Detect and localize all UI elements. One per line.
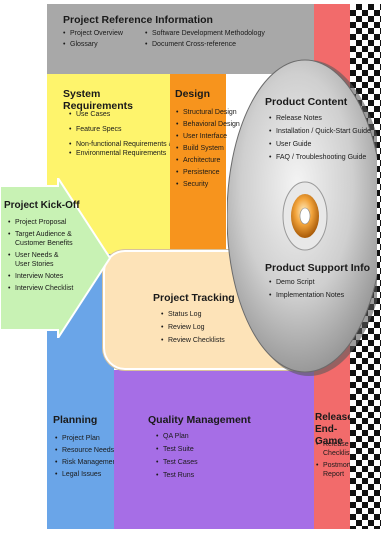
list-item: Review Log xyxy=(159,323,225,332)
list-item: Architecture xyxy=(174,156,240,165)
list-item: Project Plan xyxy=(53,434,118,443)
list-item: Structural Design xyxy=(174,108,240,117)
project-reference-panel: Project Reference Information Project Ov… xyxy=(47,4,349,74)
list-item: Project Overview xyxy=(61,29,123,38)
product-support-title: Product Support Info xyxy=(265,262,370,274)
list-item: Environmental Requirements xyxy=(67,149,173,158)
release-endgame-list: Release Checklist Postmortem Report xyxy=(314,440,361,479)
list-item: Legal Issues xyxy=(53,470,118,479)
project-kickoff-title: Project Kick-Off xyxy=(4,200,80,211)
list-item: Interview Checklist xyxy=(6,284,73,293)
project-tracking-title: Project Tracking xyxy=(153,292,235,304)
quality-management-list: QA Plan Test Suite Test Cases Test Runs xyxy=(154,432,198,480)
project-kickoff-arrow: Project Kick-Off Project Proposal Target… xyxy=(0,174,112,343)
list-item: Test Suite xyxy=(154,445,198,454)
planning-list: Project Plan Resource Needs Risk Managem… xyxy=(53,434,118,479)
list-item: Review Checklists xyxy=(159,336,225,345)
list-item: Target Audience & xyxy=(6,230,73,239)
list-item-continued: Customer Benefits xyxy=(15,240,73,247)
list-item: Interview Notes xyxy=(6,272,73,281)
list-item: Installation / Quick-Start Guide xyxy=(267,127,371,136)
list-item: Build System xyxy=(174,144,240,153)
list-item-continued: User Stories xyxy=(15,261,54,268)
list-item: QA Plan xyxy=(154,432,198,441)
system-requirements-panel: System Requirements Use Cases Feature Sp… xyxy=(47,74,173,254)
product-disc: Product Content Release Notes Installati… xyxy=(226,58,381,383)
list-item: Project Proposal xyxy=(6,218,73,227)
release-endgame-title-line1: Release xyxy=(315,412,353,423)
product-content-list: Release Notes Installation / Quick-Start… xyxy=(267,114,371,162)
list-item: Postmortem xyxy=(314,461,361,470)
list-item-continued: Checklist xyxy=(323,450,352,457)
list-item: Use Cases xyxy=(67,110,173,119)
list-item: Release xyxy=(314,440,361,449)
list-item: Persistence xyxy=(174,168,240,177)
list-item: Behavioral Design xyxy=(174,120,240,129)
planning-title: Planning xyxy=(53,414,98,426)
list-item: Release Notes xyxy=(267,114,371,123)
project-reference-list-2: Software Development Methodology Documen… xyxy=(143,29,265,49)
list-item: Non-functional Requirements & xyxy=(67,140,173,149)
design-panel: Design Structural Design Behavioral Desi… xyxy=(170,74,240,254)
list-item: Implementation Notes xyxy=(267,291,344,300)
list-item: Demo Script xyxy=(267,278,344,287)
list-item: Security xyxy=(174,180,240,189)
list-item: Status Log xyxy=(159,310,225,319)
product-content-title: Product Content xyxy=(265,96,348,108)
project-reference-list-1: Project Overview Glossary xyxy=(61,29,123,49)
project-kickoff-list: Project Proposal Target Audience & Custo… xyxy=(6,218,73,293)
design-title: Design xyxy=(175,88,211,100)
list-item: Test Runs xyxy=(154,471,198,480)
list-item: Glossary xyxy=(61,40,123,49)
project-reference-title: Project Reference Information xyxy=(63,14,213,26)
product-support-list: Demo Script Implementation Notes xyxy=(267,278,344,300)
list-item: Test Cases xyxy=(154,458,198,467)
quality-management-title: Quality Management xyxy=(148,414,251,426)
system-requirements-title: System Requirements xyxy=(63,88,134,112)
list-item: Resource Needs xyxy=(53,446,118,455)
list-item: Feature Specs xyxy=(67,125,173,134)
list-item: User Needs & xyxy=(6,251,73,260)
list-item: Risk Management xyxy=(53,458,118,467)
quality-management-panel: Quality Management QA Plan Test Suite Te… xyxy=(114,370,314,529)
list-item: FAQ / Troubleshooting Guide xyxy=(267,153,371,162)
design-list: Structural Design Behavioral Design User… xyxy=(174,108,240,189)
system-requirements-list: Use Cases Feature Specs Non-functional R… xyxy=(67,110,173,158)
list-item: User Guide xyxy=(267,140,371,149)
list-item: User Interface xyxy=(174,132,240,141)
project-tracking-list: Status Log Review Log Review Checklists xyxy=(159,310,225,345)
list-item: Document Cross-reference xyxy=(143,40,265,49)
list-item: Software Development Methodology xyxy=(143,29,265,38)
list-item-continued: Report xyxy=(323,471,345,478)
